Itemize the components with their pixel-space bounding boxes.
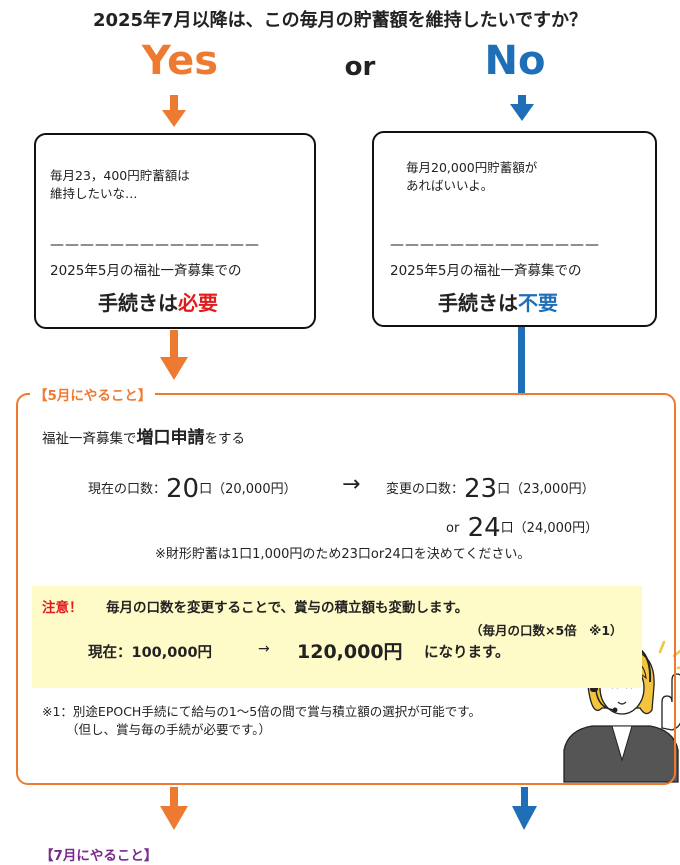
no-outcome-box: 毎月20,000円貯蓄額が あればいいよ。 —————————————— 202… [372,131,657,327]
alt-units: or 24口（24,000円） [446,513,598,543]
footnote-line2: （但し、賞与毎の手続が必要です。） [66,722,272,737]
yes-result-prefix: 手続きは [98,291,178,315]
caution-result: になります。 [424,645,510,661]
apply-emphasis: 増口申請 [136,428,205,448]
yes-procedure-line: 2025年5月の福祉一斉募集での [50,263,242,279]
change-units-suffix: 口（23,000円） [497,482,595,497]
change-units-number: 23 [464,474,498,504]
no-down-arrow [510,95,534,121]
footnote-line1: ※1：別途EPOCH手続にて給与の1～5倍の間で賞与積立額の選択が可能です。 [42,704,481,719]
yes-to-may-arrow [160,330,188,380]
apply-instruction: 福祉一斉募集で増口申請をする [42,423,245,448]
yes-outcome-box: 毎月23，400円貯蓄額は 維持したいな… —————————————— 202… [34,133,316,329]
yes-speech-line1: 毎月23，400円貯蓄額は [50,168,190,183]
caution-formula: （毎月の口数×5倍 ※1） [470,623,623,638]
no-separator: —————————————— [390,237,600,253]
caution-panel [32,586,642,688]
no-choice: No [484,38,546,84]
no-speech: 毎月20,000円貯蓄額が あればいいよ。 [406,159,537,195]
alt-units-number: 24 [467,513,501,543]
current-units-label: 現在の口数： [88,482,167,497]
apply-prefix: 福祉一斉募集で [42,431,137,447]
fee-note: ※財形貯蓄は1口1,000円のため23口or24口を決めてください。 [155,547,531,562]
caution-new-amount: 120,000円 [297,641,403,663]
yes-result-highlight: 必要 [178,291,218,315]
may-to-july-arrow [160,787,188,830]
yes-speech-line2: 維持したいな… [50,186,138,201]
apply-suffix: をする [204,431,246,447]
no-result-prefix: 手続きは [438,291,518,315]
no-procedure-line: 2025年5月の福祉一斉募集での [390,263,582,279]
caution-label: 注意！ [42,600,83,616]
no-connector-line [518,327,525,393]
or-label: or [344,52,376,82]
change-arrow: → [342,472,361,497]
may-tasks-box [16,393,676,785]
caution-current-amount: 現在：100,000円 [88,645,213,661]
change-units: 変更の口数：23口（23,000円） [386,474,595,504]
caution-arrow: → [258,641,270,657]
current-units-suffix: 口（20,000円） [199,482,297,497]
july-section-label: 【7月にやること】 [40,848,158,864]
no-procedure-result: 手続きは不要 [438,287,558,316]
current-units-number: 20 [166,474,200,504]
yes-choice: Yes [141,38,219,84]
no-to-july-arrow [512,787,537,830]
alt-units-suffix: 口（24,000円） [500,521,599,536]
yes-down-arrow [162,95,186,127]
question-heading: 2025年7月以降は、この毎月の貯蓄額を維持したいですか？ [92,10,588,31]
caution-text: 毎月の口数を変更することで、賞与の積立額も変動します。 [106,600,469,616]
alt-units-or: or [446,521,460,536]
yes-separator: —————————————— [50,237,260,253]
no-result-highlight: 不要 [518,291,558,315]
no-speech-line1: 毎月20,000円貯蓄額が [406,160,538,175]
may-section-label: 【5月にやること】 [30,384,156,404]
yes-procedure-result: 手続きは必要 [98,287,218,316]
yes-speech: 毎月23，400円貯蓄額は 維持したいな… [50,167,190,203]
change-units-label: 変更の口数： [386,482,465,497]
current-units: 現在の口数：20口（20,000円） [88,474,297,504]
no-speech-line2: あればいいよ。 [406,178,494,193]
